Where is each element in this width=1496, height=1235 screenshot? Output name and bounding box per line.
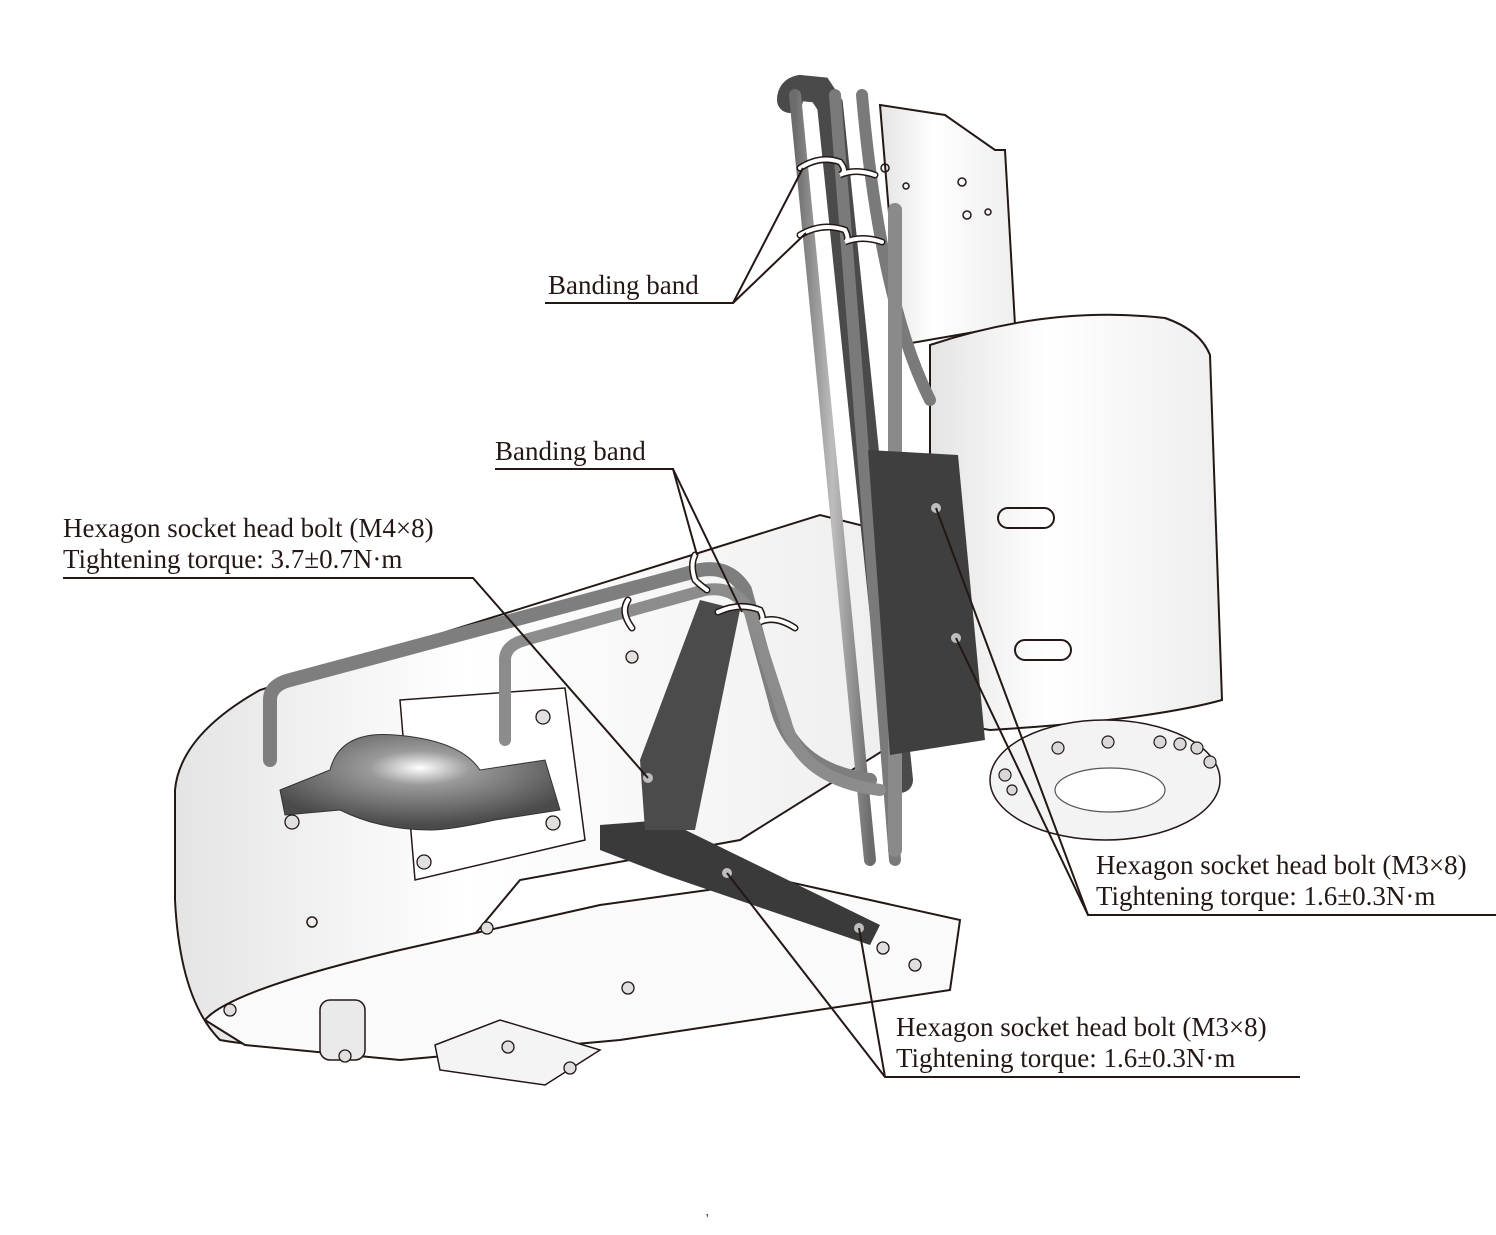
callout-line: Banding band: [495, 436, 646, 466]
leader-banding-middle-2: [672, 468, 743, 613]
callout-bolt-m3-right: Hexagon socket head bolt (M3×8) Tighteni…: [1096, 850, 1467, 912]
callout-bolt-m4: Hexagon socket head bolt (M4×8) Tighteni…: [63, 513, 434, 575]
leader-bolt-m3-right-2: [955, 637, 1089, 916]
callout-bolt-m3-bottom: Hexagon socket head bolt (M3×8) Tighteni…: [896, 1012, 1267, 1074]
bolt-spec: Hexagon socket head bolt (M3×8): [1096, 850, 1467, 880]
torque-spec: Tightening torque: 3.7±0.7N·m: [63, 544, 403, 574]
leader-lines: [63, 167, 1496, 1078]
motor-housing: [929, 313, 1224, 841]
elbow-connector: [279, 733, 561, 831]
bolt-spec: Hexagon socket head bolt (M4×8): [63, 513, 434, 543]
torque-spec: Tightening torque: 1.6±0.3N·m: [1096, 881, 1436, 911]
cable-bundle: [263, 74, 936, 866]
bolt-spec: Hexagon socket head bolt (M3×8): [896, 1012, 1267, 1042]
torque-spec: Tightening torque: 1.6±0.3N·m: [896, 1043, 1236, 1073]
leader-bolt-m4: [63, 577, 649, 779]
callout-line: Banding band: [548, 270, 699, 300]
cable-covers: [600, 450, 985, 945]
footer-mark: ': [706, 1212, 709, 1227]
leader-banding-upper-2: [732, 232, 807, 304]
leader-banding-middle: [495, 468, 698, 556]
leader-bolt-m3-bottom-2: [858, 927, 886, 1078]
callout-banding-band-upper: Banding band: [548, 270, 699, 301]
callout-banding-band-middle: Banding band: [495, 436, 646, 467]
